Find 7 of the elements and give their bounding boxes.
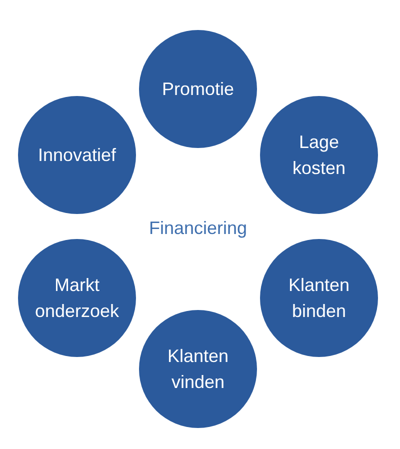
node-label: Klanten binden [287, 274, 351, 323]
center-label: Financiering [148, 218, 248, 238]
node-label: Markt onderzoek [34, 274, 120, 323]
node-label: Klanten vinden [166, 345, 230, 394]
node-label: Promotie [160, 78, 236, 101]
node-label: Innovatief [36, 144, 118, 167]
node-label: Lage kosten [291, 131, 347, 180]
